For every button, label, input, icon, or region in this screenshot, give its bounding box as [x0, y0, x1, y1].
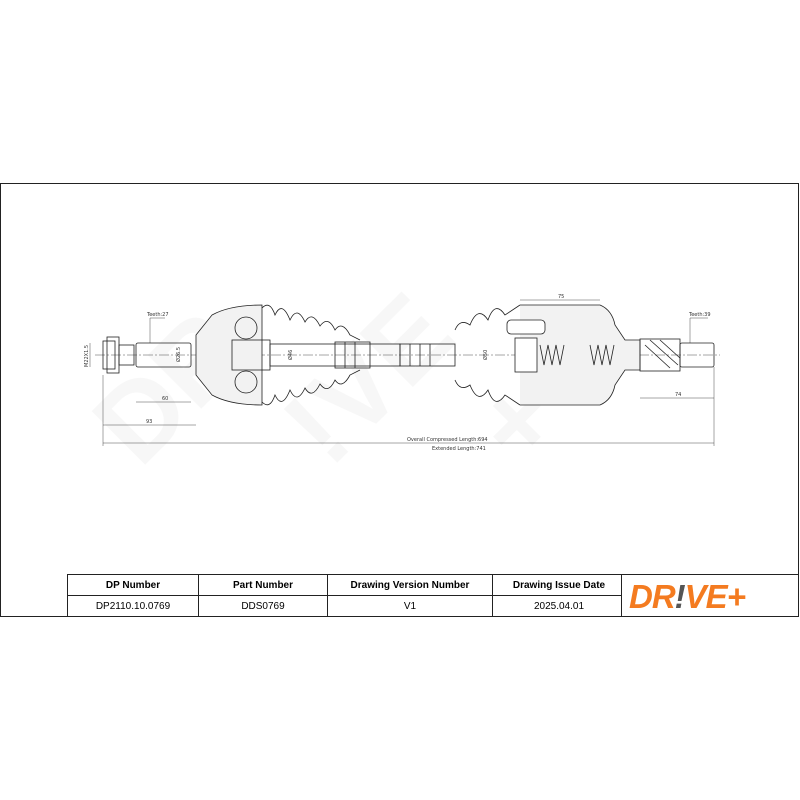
label-len-93: 93: [146, 419, 152, 425]
drive-logo: DR!VE+: [621, 574, 799, 617]
label-len-74: 74: [675, 392, 681, 398]
left-stub: [135, 342, 192, 368]
title-block: DP Number Part Number Drawing Version Nu…: [67, 574, 626, 617]
left-boot: [261, 304, 361, 341]
outer-cv-joint: [195, 304, 263, 406]
label-dia-right: Ø50: [482, 350, 489, 360]
label-teeth-left: Teeth:27: [146, 312, 169, 318]
right-stub: [679, 342, 715, 368]
value-drawing-version: V1: [327, 595, 493, 617]
header-drawing-version: Drawing Version Number: [327, 574, 493, 596]
nut: [102, 340, 116, 370]
label-thread: M22X1.5: [84, 345, 90, 367]
value-issue-date: 2025.04.01: [492, 595, 626, 617]
drawing-frame: [0, 183, 799, 617]
label-extended-length: Extended Length:741: [432, 446, 486, 452]
watermark: DR !VE +: [70, 270, 582, 487]
value-dp-number: DP2110.10.0769: [67, 595, 199, 617]
spring: [539, 344, 565, 366]
right-boot: [454, 304, 521, 331]
svg-text:DR!VE+: DR!VE+: [629, 578, 746, 615]
label-overall-length: Overall Compressed Length:694: [407, 437, 488, 443]
svg-text:!VE: !VE: [260, 270, 477, 487]
label-len-75: 75: [558, 294, 564, 300]
header-part-number: Part Number: [198, 574, 328, 596]
header-issue-date: Drawing Issue Date: [492, 574, 626, 596]
value-part-number: DDS0769: [198, 595, 328, 617]
label-dia-boot-left: Ø46: [287, 350, 294, 360]
label-len-60: 60: [162, 396, 168, 402]
header-dp-number: DP Number: [67, 574, 199, 596]
label-dia-left: Ø26.5: [175, 347, 182, 362]
label-teeth-right: Teeth:39: [688, 312, 711, 318]
dimension-lines: [89, 299, 715, 446]
